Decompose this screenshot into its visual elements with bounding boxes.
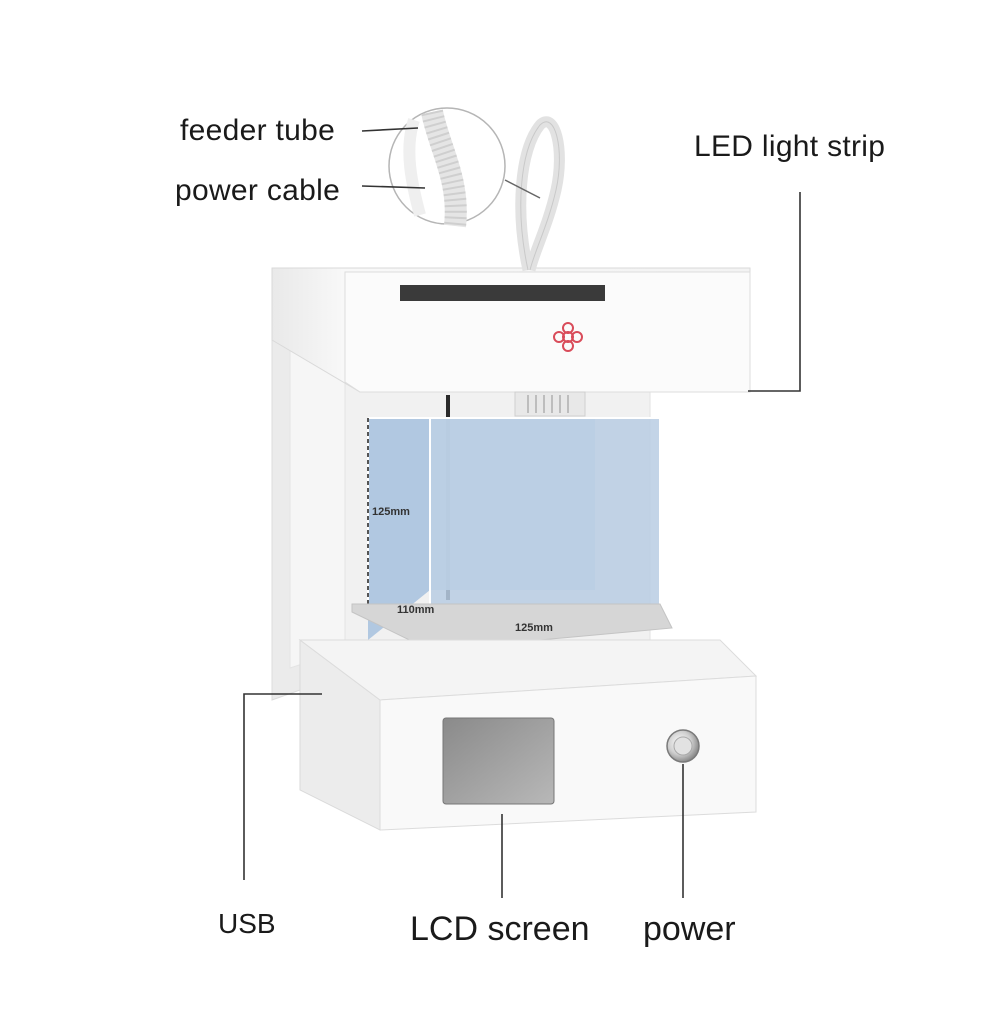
led-strip-leader — [748, 192, 801, 392]
flower-logo-icon — [553, 322, 583, 352]
frame-left-pillar-face — [289, 339, 346, 669]
usb-leader — [243, 693, 322, 880]
feeder-tube-loop — [515, 116, 565, 272]
lcd-screen — [442, 717, 555, 805]
power-cable-label: power cable — [175, 174, 341, 207]
usb-label: USB — [218, 908, 276, 939]
led-light-strip-label: LED light strip — [694, 130, 886, 163]
printer-base-front — [379, 675, 757, 831]
extruder-fins — [527, 395, 569, 413]
feeder-tube-leader — [361, 127, 419, 132]
build-depth-label: 110mm — [397, 604, 435, 616]
power-cable-leader — [361, 185, 426, 189]
build-volume-left-face — [368, 418, 430, 640]
extruder — [514, 391, 586, 417]
build-volume-front — [430, 418, 660, 640]
build-plate — [351, 603, 673, 651]
feeder-tube-label: feeder tube — [180, 114, 336, 147]
magnifier-cable-weave — [421, 109, 467, 228]
magnifier-pointer — [504, 179, 541, 199]
feeder-tube-loop-outline — [520, 121, 560, 271]
build-width-label: 125mm — [515, 622, 553, 634]
power-button-inner — [673, 736, 693, 756]
top-opening — [400, 285, 605, 301]
power-label: power — [643, 910, 736, 948]
lcd-screen-label: LCD screen — [410, 910, 590, 948]
build-height-label: 125mm — [372, 506, 410, 518]
